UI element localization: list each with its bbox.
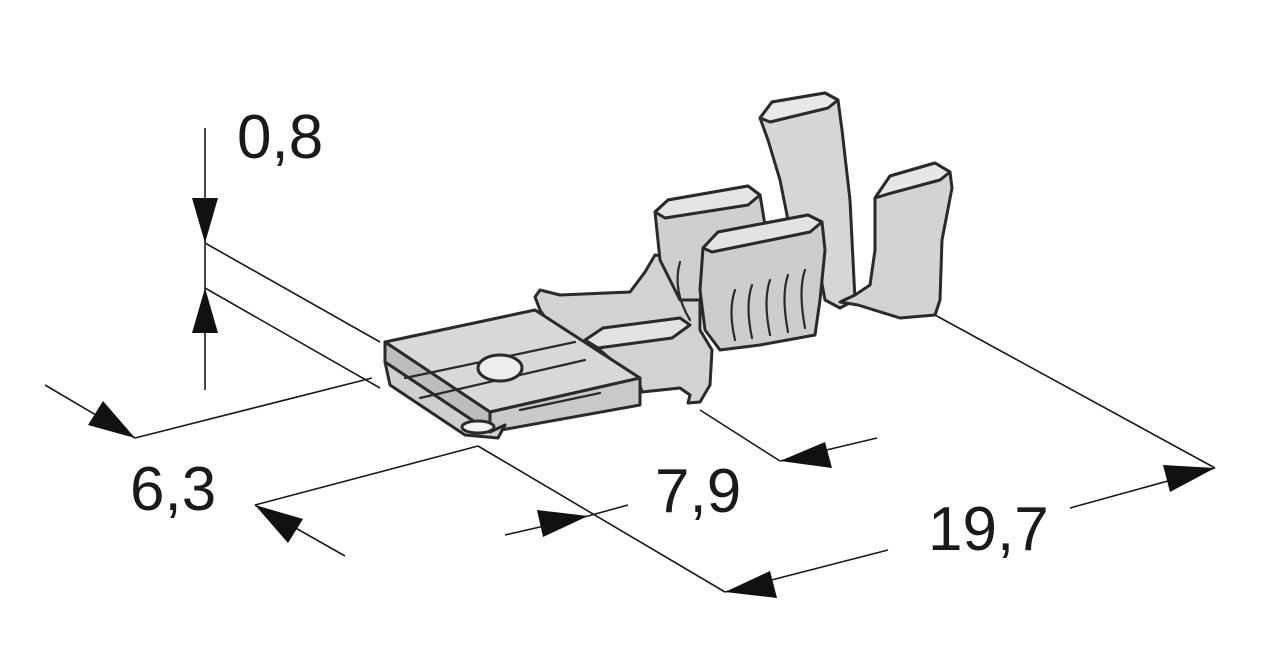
thickness-label: 0,8 [237, 103, 323, 172]
crimp-arm-rear-top [758, 91, 840, 124]
overall-length-label: 19,7 [928, 495, 1049, 564]
arrow-width-top [88, 401, 135, 438]
arrow-thickness-bottom [192, 288, 218, 333]
terminal-part [383, 91, 954, 440]
crimp-rib-5 [800, 268, 807, 330]
crimp-arm-left-back-top [653, 184, 762, 220]
arrow-thickness-top [192, 198, 218, 243]
crimp-arm-right-top [873, 161, 952, 200]
arrow-width-bottom [255, 505, 303, 543]
tab-dimple [476, 353, 524, 383]
arrow-length-left [537, 510, 588, 537]
dimension-arrows [88, 198, 1215, 598]
crimp-rib-2 [747, 283, 754, 340]
tab-length-label: 7,9 [655, 457, 741, 526]
crimp-arm-front-top [701, 213, 824, 254]
crimp-rib-1 [730, 288, 737, 342]
tab-dash-line [518, 391, 602, 412]
crimp-rib-3 [765, 278, 772, 337]
arrow-overall-right [1163, 465, 1215, 492]
arrow-overall-left [725, 571, 777, 598]
dimension-lines [44, 128, 1216, 593]
arrow-length-right [780, 442, 832, 468]
crimp-rib-4 [783, 273, 790, 334]
crimp-rib-6 [676, 260, 692, 322]
width-label: 6,3 [130, 455, 216, 524]
transition-slot [583, 316, 692, 350]
tab-tip-hole [460, 419, 496, 435]
